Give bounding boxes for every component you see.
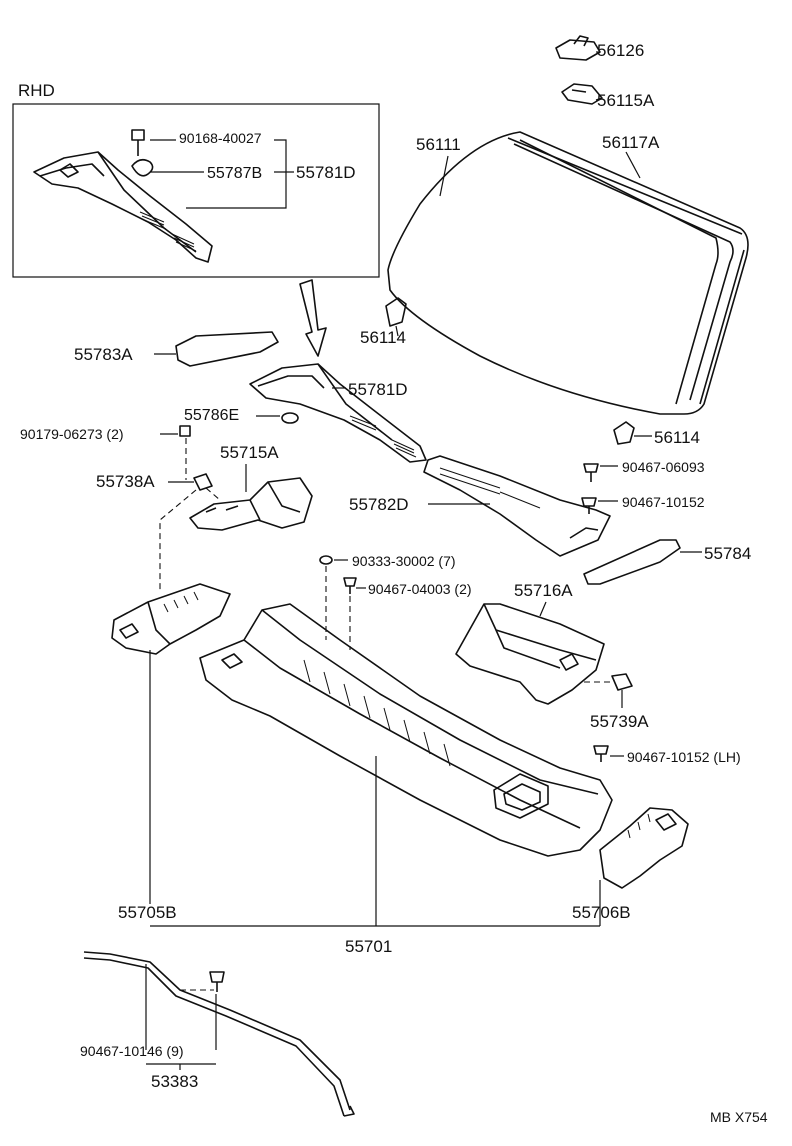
part-label-p55782d: 55782D [349,495,409,514]
plug-90333-icon [319,555,333,565]
part-label-p90467-10152: 90467-10152 [622,494,705,510]
part-label-p55738a: 55738A [96,472,155,491]
part-label-p90179: 90179-06273 (2) [20,426,124,442]
cover-56115a-icon [561,83,603,105]
clip-90467-10152-icon [581,497,597,514]
part-label-p55715a: 55715A [220,443,279,462]
dash-panel-55701 [199,603,613,857]
seal-strip-53383 [83,951,355,1117]
leader-56114-upper [395,325,399,337]
part-label-p55705b: 55705B [118,903,177,922]
part-label-p55787b: 55787B [207,165,262,182]
part-label-p90333: 90333-30002 (7) [352,553,456,569]
part-label-p90467-06093: 90467-06093 [622,459,705,475]
dashed-55738a [159,487,221,590]
part-label-p55783a: 55783A [74,345,133,364]
leader-56117a [625,151,641,179]
bolt-90179-icon [179,425,191,437]
leader-56115a [595,97,603,101]
part-label-p56114-top: 56114 [360,328,406,347]
bracket-55705b [111,583,231,655]
part-number-labels: 56126 56115A 56111 56117A 90168-40027 55787B 5… [20,41,751,1091]
part-label-p90467-lh: 90467-10152 (LH) [627,749,741,765]
part-label-p56114-low: 56114 [654,428,700,447]
clip-90467-10146-icon [209,971,225,992]
part-label-p55781d-inset: 55781D [296,163,356,182]
washer-55786e-icon [281,412,299,424]
bolt-90168-icon [131,129,145,156]
bracket-55716a [455,603,605,705]
bracket-55781d-inset [186,139,294,209]
inset-cowl-panel [33,151,213,263]
spacer-56114-upper-icon [385,297,407,327]
cowl-top-panel-55782d [423,455,611,557]
rhd-inset-frame [12,103,380,278]
inset-label: RHD [18,81,55,100]
part-label-p53383: 53383 [151,1072,198,1091]
part-label-p56111: 56111 [416,135,461,154]
part-label-p56115a: 56115A [597,91,655,110]
part-label-p55786e: 55786E [184,407,239,424]
clip-55738a-icon [193,473,213,491]
catalog-code: MB X754 [710,1109,768,1125]
part-label-p55739a: 55739A [590,712,649,731]
clip-90467-lh-icon [593,745,609,762]
pad-55783a-icon [175,331,279,367]
spacer-56114-lower-icon [613,421,635,445]
bracket-53383 [145,964,217,1070]
part-label-p55781d: 55781D [348,380,408,399]
clip-55739a-icon [611,673,633,691]
clip-90467-06093-icon [583,463,599,482]
part-label-p90467-10146: 90467-10146 (9) [80,1043,184,1059]
part-label-p56126: 56126 [597,41,644,60]
clip-90467-04003-icon [343,577,357,594]
windshield-glass [387,131,749,415]
seal-55784-icon [583,539,681,585]
part-label-p56117a: 56117A [602,133,660,152]
bracket-55706b [599,807,689,889]
part-label-p90467-04003: 90467-04003 (2) [368,581,472,597]
inset-pointer-arrow-icon [299,279,327,357]
leader-56111 [439,155,449,197]
part-label-p55784: 55784 [704,544,751,563]
cowl-top-panel-55781d [249,363,427,463]
part-label-p90168: 90168-40027 [179,130,262,146]
part-label-p55716a: 55716A [514,581,573,600]
clip-55787b-icon [131,158,154,177]
bracket-56126-icon [555,35,601,61]
leader-55716a [539,601,547,617]
part-label-p55706b: 55706B [572,903,631,922]
bracket-55715a [189,477,313,531]
part-label-p55701: 55701 [345,937,392,956]
